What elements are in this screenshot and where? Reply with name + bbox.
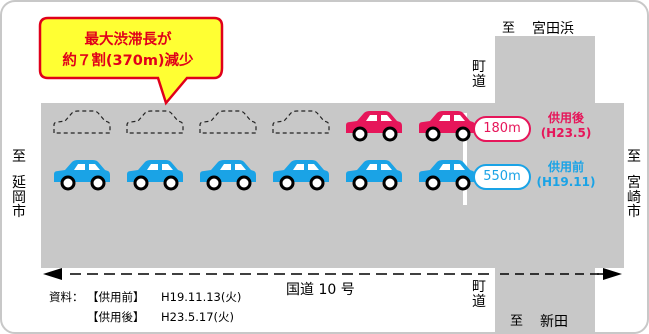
west-to-label: 至	[12, 149, 26, 165]
arrow-right-icon	[603, 268, 622, 280]
before-queue-car-front-wheel	[206, 175, 222, 191]
south-to-label: 至	[510, 314, 524, 329]
after-caption-line1: 供用後	[547, 111, 584, 125]
before-queue-car	[273, 160, 329, 191]
arrow-left-icon	[43, 268, 62, 280]
source-after-date: H23.5.17(火)	[161, 310, 235, 324]
before-caption: 供用前 (H19.11)	[536, 161, 596, 188]
removed-car-outline-body	[272, 110, 330, 134]
before-queue-car-rear-wheel	[90, 175, 106, 191]
removed-car-outline-body	[126, 110, 184, 134]
source-before-date: H19.11.13(火)	[161, 290, 242, 304]
before-queue-car-front-wheel	[60, 175, 76, 191]
removed-car-outline	[126, 110, 184, 134]
before-queue-car-windows	[366, 164, 392, 170]
before-queue-car	[54, 160, 110, 191]
callout-bubble	[38, 16, 224, 106]
before-queue-car-rear-wheel	[309, 175, 325, 191]
north-place-label: 宮田浜	[532, 21, 574, 37]
after-caption: 供用後 (H23.5)	[538, 112, 594, 139]
source-label: 資料：	[49, 290, 84, 304]
after-length-badge: 180m	[483, 121, 521, 136]
north-to-label: 至	[502, 21, 516, 36]
callout-text: 最大渋滞長が 約７割(370m)減少	[40, 30, 216, 72]
before-caption-line1: 供用前	[547, 160, 584, 174]
before-queue-car-windows	[74, 164, 100, 170]
callout-line1: 最大渋滞長が	[84, 32, 172, 48]
before-queue-car-windows	[293, 164, 319, 170]
removed-car-outline-body	[199, 110, 257, 134]
stop-line	[463, 113, 467, 205]
removed-car-outline	[199, 110, 257, 134]
callout-line2: 約７割(370m)減少	[62, 53, 194, 69]
before-queue-car-rear-wheel	[236, 175, 252, 191]
before-queue-car-front-wheel	[133, 175, 149, 191]
before-queue-car-windows	[147, 164, 173, 170]
removed-car-outline	[53, 110, 111, 134]
source-after-label: 【供用後】	[87, 310, 145, 324]
source-before-label: 【供用前】	[87, 290, 145, 304]
after-caption-line2: (H23.5)	[540, 126, 592, 140]
removed-car-outline	[272, 110, 330, 134]
before-queue-car-rear-wheel	[455, 175, 471, 191]
main-road-label: 国道 10 号	[286, 282, 355, 298]
after-queue-car	[346, 111, 402, 142]
before-queue-car	[346, 160, 402, 191]
before-length-badge: 550m	[483, 169, 521, 184]
after-queue-car-front-wheel	[425, 126, 441, 142]
before-queue-car	[200, 160, 256, 191]
side-road-upper-label: 町道	[472, 59, 486, 90]
east-place-label: 宮崎市	[627, 175, 641, 221]
before-queue-car-front-wheel	[279, 175, 295, 191]
removed-car-outline-body	[53, 110, 111, 134]
before-queue-car	[127, 160, 183, 191]
cars-layer	[53, 110, 475, 191]
side-road-lower-label: 町道	[472, 279, 486, 310]
after-queue-car-front-wheel	[352, 126, 368, 142]
before-queue-car	[419, 160, 475, 191]
before-queue-car-windows	[439, 164, 465, 170]
after-queue-car-rear-wheel	[455, 126, 471, 142]
after-queue-car-rear-wheel	[382, 126, 398, 142]
before-queue-car-rear-wheel	[163, 175, 179, 191]
before-queue-car-rear-wheel	[382, 175, 398, 191]
after-queue-car	[419, 111, 475, 142]
after-queue-car-windows	[439, 115, 465, 121]
west-place-label: 延岡市	[12, 175, 26, 221]
after-queue-car-windows	[366, 115, 392, 121]
south-place-label: 新田	[540, 314, 568, 330]
east-to-label: 至	[627, 149, 641, 165]
before-queue-car-front-wheel	[352, 175, 368, 191]
before-caption-line2: (H19.11)	[536, 175, 596, 189]
before-queue-car-front-wheel	[425, 175, 441, 191]
before-queue-car-windows	[220, 164, 246, 170]
